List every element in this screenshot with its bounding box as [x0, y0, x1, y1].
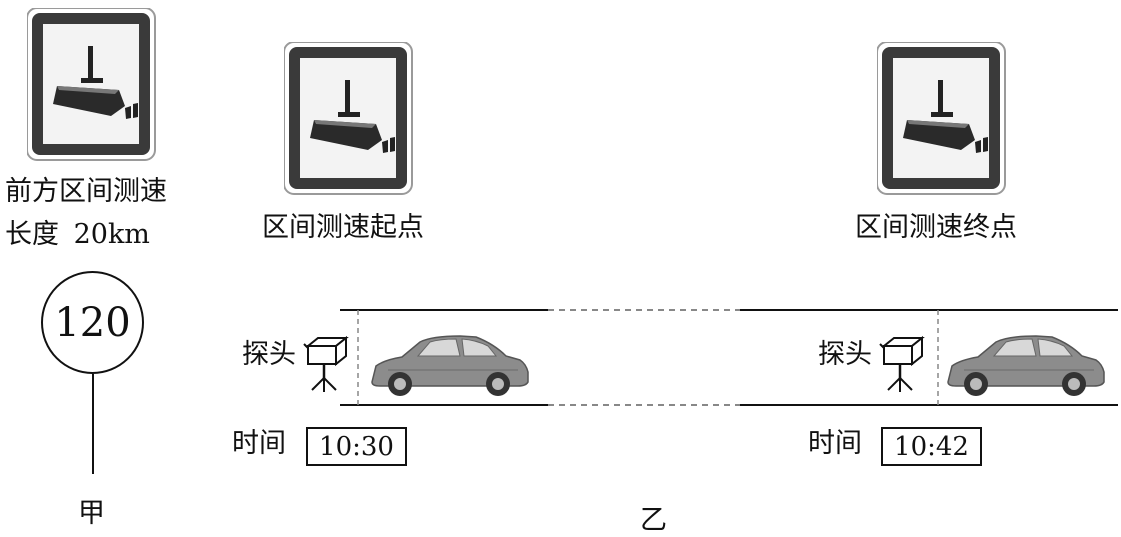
time-box-start: 10:30 — [306, 427, 407, 466]
length-value: 20km — [73, 219, 150, 250]
probe-label-end: 探头 — [818, 339, 872, 370]
speed-limit-sign: 120 — [41, 271, 144, 374]
speed-limit-value: 120 — [54, 299, 131, 346]
sign-a-line1: 前方区间测速 — [5, 176, 167, 207]
sign-post — [92, 374, 94, 474]
sign-a-line2: 长度 20km — [5, 219, 150, 251]
car-icon-start — [371, 335, 529, 397]
start-label: 区间测速起点 — [262, 212, 424, 243]
car-icon-end — [947, 335, 1105, 397]
panel-a-label: 甲 — [78, 498, 105, 529]
time-label-start: 时间 — [232, 428, 286, 459]
time-end-value: 10:42 — [894, 431, 969, 462]
end-label: 区间测速终点 — [855, 212, 1017, 243]
length-label: 长度 — [5, 219, 59, 250]
camera-probe-icon-end — [878, 336, 924, 394]
panel-b-label: 乙 — [640, 505, 667, 536]
time-start-value: 10:30 — [319, 431, 394, 462]
time-label-end: 时间 — [808, 428, 862, 459]
time-box-end: 10:42 — [881, 427, 982, 466]
probe-label-start: 探头 — [242, 339, 296, 370]
camera-probe-icon-start — [302, 336, 348, 394]
